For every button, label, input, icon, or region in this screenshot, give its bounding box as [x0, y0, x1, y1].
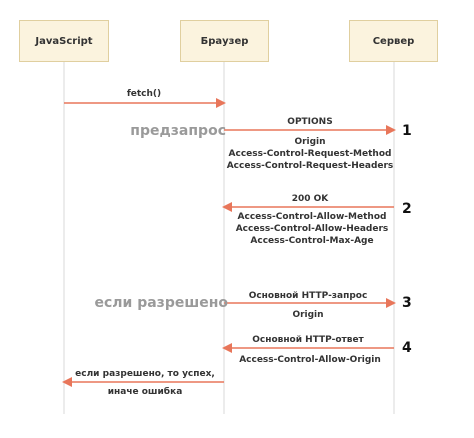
max-age-label: Access-Control-Max-Age — [250, 236, 373, 246]
main-response-label: Основной HTTP-ответ — [252, 335, 364, 345]
participant-browser-label: Браузер — [200, 35, 249, 47]
step-2-number: 2 — [402, 201, 412, 217]
participant-server: Сервер — [349, 20, 438, 62]
result-line-1: если разрешено, то успех, — [75, 369, 215, 379]
participant-server-label: Сервер — [372, 35, 415, 47]
allow-method-label: Access-Control-Allow-Method — [238, 212, 387, 222]
result-line-2: иначе ошибка — [108, 386, 183, 397]
allow-origin-label: Access-Control-Allow-Origin — [239, 355, 381, 365]
main-request-label: Основной HTTP-запрос — [249, 291, 368, 301]
allow-headers-label: Access-Control-Allow-Headers — [236, 224, 389, 234]
request-method-label: Access-Control-Request-Method — [229, 149, 392, 159]
participant-javascript-label: JavaScript — [35, 35, 93, 47]
participant-javascript: JavaScript — [19, 20, 109, 62]
request-headers-label: Access-Control-Request-Headers — [227, 161, 394, 171]
step-3-number: 3 — [402, 295, 412, 311]
main-origin-label: Origin — [292, 310, 323, 320]
preflight-origin-label: Origin — [294, 137, 325, 147]
participant-browser: Браузер — [180, 20, 269, 62]
ok-200-label: 200 OK — [292, 194, 330, 204]
if-allowed-label: если разрешено — [94, 295, 228, 311]
fetch-label: fetch() — [127, 89, 161, 99]
step-4-number: 4 — [402, 340, 412, 356]
preflight-label: предзапрос — [130, 123, 226, 139]
options-label: OPTIONS — [287, 117, 332, 127]
step-1-number: 1 — [402, 123, 412, 139]
